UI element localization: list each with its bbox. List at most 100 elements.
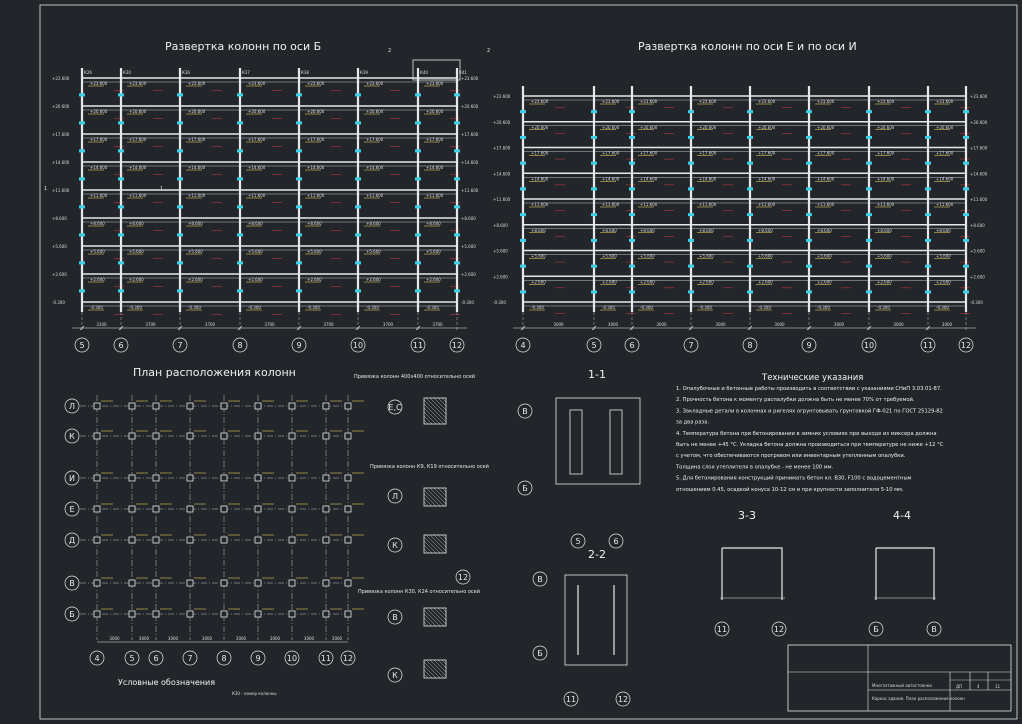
column-joint bbox=[177, 261, 183, 265]
axis-bubble-6-label: 6 bbox=[629, 341, 634, 350]
axis-bubble-12-circle bbox=[958, 337, 974, 353]
binding3-axis-v-label: В bbox=[392, 613, 398, 622]
column-joint bbox=[520, 187, 526, 191]
plan-col-8-label: 8 bbox=[221, 654, 226, 663]
plan-column bbox=[344, 474, 352, 482]
plan-column bbox=[288, 536, 296, 544]
dimension-text: 3700 bbox=[264, 322, 275, 327]
column-joint bbox=[415, 177, 421, 181]
dimension-tick bbox=[296, 325, 302, 331]
level-mark-left: +5.600 bbox=[52, 244, 67, 249]
title-section-4-4: 4-4 bbox=[893, 509, 911, 522]
column-mark: К30 bbox=[123, 70, 131, 75]
column-level-text: +11.600 bbox=[602, 202, 620, 207]
plan-column bbox=[186, 432, 194, 440]
level-mark-right: +11.600 bbox=[461, 188, 479, 193]
note-line-3: за два раза. bbox=[676, 420, 709, 426]
note-line-6: с учетом, что обеспечиваются прогревом и… bbox=[676, 453, 906, 459]
column-joint bbox=[237, 149, 243, 153]
section11-frame bbox=[555, 397, 641, 485]
column-mark: К40 bbox=[420, 70, 428, 75]
level-mark-right: +11.600 bbox=[970, 197, 988, 202]
column-joint bbox=[118, 177, 124, 181]
axis-bubble-9-label: 9 bbox=[296, 341, 301, 350]
plan-column bbox=[220, 579, 228, 587]
column-level-text: +11.600 bbox=[877, 202, 895, 207]
column-level-text: +5.600 bbox=[307, 249, 322, 254]
column-level-text: -0.300 bbox=[699, 305, 712, 310]
column-level-text: -0.300 bbox=[366, 305, 379, 310]
column-level-text: -0.300 bbox=[426, 305, 439, 310]
plan-row-И-label: И bbox=[69, 474, 75, 483]
plan-column bbox=[152, 610, 160, 618]
column-level-text: +14.600 bbox=[817, 176, 835, 181]
column-level-text: +14.600 bbox=[426, 165, 444, 170]
column-level-text: +2.600 bbox=[307, 277, 322, 282]
stamp-stage: ДП bbox=[956, 684, 962, 689]
column-level-text: +20.600 bbox=[129, 109, 147, 114]
column-joint bbox=[237, 177, 243, 181]
level-mark-left: +17.600 bbox=[52, 132, 70, 137]
column-level-text: +8.600 bbox=[188, 221, 203, 226]
column-level-text: +11.600 bbox=[248, 193, 266, 198]
plan-column bbox=[152, 474, 160, 482]
plan-column bbox=[322, 536, 330, 544]
column-level-text: +20.600 bbox=[640, 125, 658, 130]
title-section-2-2: 2-2 bbox=[588, 548, 606, 561]
hatch-line bbox=[423, 548, 429, 554]
hatch-line bbox=[441, 659, 447, 665]
column-level-text: +14.600 bbox=[936, 176, 954, 181]
column-joint bbox=[177, 233, 183, 237]
column-joint bbox=[118, 121, 124, 125]
column-level-text: +2.600 bbox=[188, 277, 203, 282]
level-mark-right: +2.600 bbox=[970, 274, 985, 279]
plan-column bbox=[93, 505, 101, 513]
column-joint bbox=[591, 238, 597, 242]
column-level-text: +11.600 bbox=[426, 193, 444, 198]
plan-dimension-text: 3000 bbox=[109, 636, 120, 641]
column-section bbox=[423, 607, 447, 627]
column-level-text: +14.600 bbox=[602, 176, 620, 181]
hatch-line bbox=[441, 534, 447, 540]
hatch-line bbox=[433, 487, 447, 501]
column-joint bbox=[866, 290, 872, 294]
level-mark-left: +14.600 bbox=[52, 160, 70, 165]
column-level-text: +2.600 bbox=[877, 279, 892, 284]
level-mark-right: +23.600 bbox=[461, 76, 479, 81]
plan-dimension-text: 3000 bbox=[270, 636, 281, 641]
plan-column bbox=[186, 474, 194, 482]
column-level-text: +17.600 bbox=[366, 137, 384, 142]
column-level-text: +17.600 bbox=[817, 151, 835, 156]
column-joint bbox=[963, 238, 969, 242]
hatch-line bbox=[423, 673, 429, 679]
level-mark-right: +20.600 bbox=[461, 104, 479, 109]
hatch-line bbox=[423, 501, 429, 507]
column-joint bbox=[415, 149, 421, 153]
plan-column bbox=[322, 505, 330, 513]
hatch-line bbox=[425, 607, 445, 627]
plan-row-Б-circle bbox=[64, 606, 80, 622]
hatch-line bbox=[423, 489, 441, 507]
level-mark-left: +2.600 bbox=[493, 274, 508, 279]
axis-bubble-7-circle bbox=[172, 337, 188, 353]
plan-column bbox=[128, 505, 136, 513]
column-joint bbox=[237, 121, 243, 125]
level-mark-right: +8.600 bbox=[461, 216, 476, 221]
axis-bubble-8-label: 8 bbox=[747, 341, 752, 350]
stamp-sheet: 4 bbox=[977, 684, 980, 689]
column-level-text: +5.600 bbox=[129, 249, 144, 254]
sec22-row-b-circle bbox=[532, 645, 548, 661]
column-joint bbox=[866, 187, 872, 191]
column-level-text: +8.600 bbox=[602, 228, 617, 233]
column-joint bbox=[454, 93, 460, 97]
roof-structure bbox=[412, 59, 461, 81]
sec22-col-12-label: 12 bbox=[618, 695, 628, 704]
axis-bubble-11-label: 11 bbox=[413, 341, 423, 350]
column-level-text: +20.600 bbox=[90, 109, 108, 114]
plan-dimension-text: 3000 bbox=[332, 636, 343, 641]
hatch-line bbox=[423, 665, 437, 679]
column-level-text: +5.600 bbox=[366, 249, 381, 254]
plan-column bbox=[322, 579, 330, 587]
column-joint bbox=[866, 238, 872, 242]
plan-column bbox=[220, 610, 228, 618]
